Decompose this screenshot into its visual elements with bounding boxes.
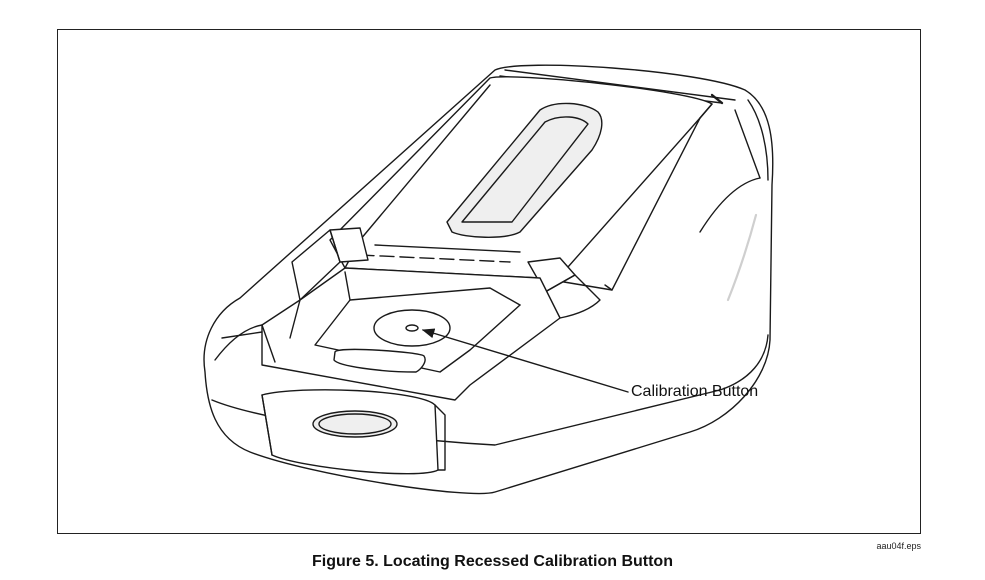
front-oval-window	[312, 410, 398, 438]
callout-leader	[421, 328, 629, 393]
calibration-button-recess	[373, 309, 451, 347]
stand-slot	[446, 102, 603, 238]
file-tag: aau04f.eps	[876, 541, 921, 551]
case-seam	[211, 334, 769, 446]
calibration-button	[405, 324, 419, 332]
figure-caption: Figure 5. Locating Recessed Calibration …	[312, 553, 673, 570]
label-plate	[333, 348, 426, 373]
callout-label: Calibration Button	[631, 383, 759, 400]
